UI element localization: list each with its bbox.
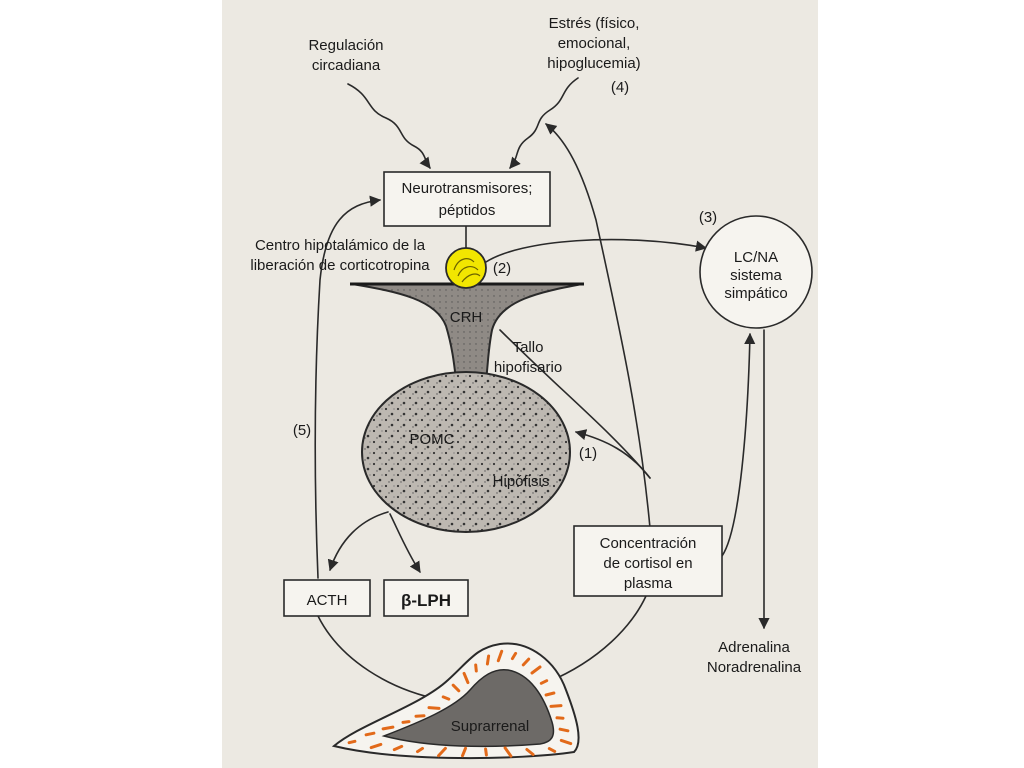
pituitary-to-acth-arrow [327, 511, 389, 572]
adrenal-cortex-mark [496, 649, 504, 663]
neurotransmitters-label-2: péptidos [439, 202, 496, 219]
adrenal-cortex-mark [549, 704, 563, 708]
adrenal-cortex-mark [451, 683, 461, 693]
adrenal-cortex-mark [462, 671, 470, 685]
feedback-arrow-5 [314, 195, 382, 579]
adrenal-to-cortisol-line [547, 595, 647, 683]
stress-label-1: Estrés (físico, [549, 15, 640, 32]
blph-box [383, 579, 469, 617]
cortisol-label-3: plasma [624, 575, 673, 592]
center-label-2: liberación de corticotropina [250, 257, 430, 274]
adrenal-cortex-mark [427, 706, 441, 710]
feedback-arrow-4 [545, 123, 651, 529]
adrenaline-label-1: Adrenalina [718, 639, 790, 656]
cortisol-label-1: Concentración [600, 535, 697, 552]
adrenal-cortex-mark [347, 739, 357, 745]
stress-input-arrow [509, 77, 579, 169]
cortisol-box [573, 525, 723, 597]
lcna-label-2: sistema [730, 267, 782, 284]
marker-3: (3) [699, 209, 717, 226]
lcna-circle [699, 215, 813, 329]
adrenal-cortex-mark [525, 748, 535, 756]
circadian-label-2: circadiana [312, 57, 381, 74]
adrenal-cortex-mark [539, 679, 549, 685]
adrenal-cortex-mark [474, 663, 478, 673]
adrenal-cortex-mark [558, 727, 570, 733]
cortisol-to-lcna-arrow [721, 332, 756, 557]
adrenal-cortex-mark [461, 746, 467, 758]
adrenal-cortex-mark [381, 725, 395, 731]
adrenal-cortex-mark [544, 691, 556, 697]
adrenal-cortex-mark [364, 731, 376, 737]
acth-box [283, 579, 371, 617]
feedback-arrow-1 [574, 429, 651, 479]
adrenal-cortex-mark [521, 657, 531, 667]
stress-label-3: hipoglucemia) [547, 55, 640, 72]
neuron-cell [445, 247, 487, 289]
circadian-label-1: Regulación [308, 37, 383, 54]
neurotransmitters-box [383, 171, 551, 227]
adrenal-cortex-mark [414, 714, 426, 718]
adrenal-cortex-mark [369, 742, 383, 750]
adrenal-cortex-mark [437, 746, 447, 758]
marker-1: (1) [579, 445, 597, 462]
adrenaline-label-2: Noradrenalina [707, 659, 802, 676]
hipofisis-label: Hipófisis [493, 473, 550, 490]
neurotransmitters-label-1: Neurotransmisores; [402, 180, 533, 197]
adrenal-cortex-mark [392, 744, 404, 752]
neuron-to-lcna-arrow [485, 238, 708, 263]
suprarrenal-label: Suprarrenal [451, 718, 529, 735]
adrenal-cortex-mark [503, 746, 513, 758]
pituitary-gland [361, 371, 571, 533]
lcna-label-1: LC/NA [734, 249, 778, 266]
pituitary-to-blph-arrow [389, 513, 421, 573]
marker-4: (4) [611, 79, 629, 96]
adrenal-cortex-mark [441, 695, 451, 701]
pomc-label: POMC [410, 431, 455, 448]
blph-label: β-LPH [401, 591, 451, 610]
adrenal-gland [331, 642, 580, 760]
center-label-1: Centro hipotalámico de la [255, 237, 426, 254]
stress-label-2: emocional, [558, 35, 631, 52]
adrenal-cortex-mark [547, 747, 557, 753]
adrenal-cortex-mark [510, 651, 518, 661]
adrenal-cortex-mark [485, 654, 491, 666]
cortisol-label-2: de cortisol en [603, 555, 692, 572]
crh-label: CRH [450, 309, 483, 326]
circadian-input-arrow [347, 83, 431, 169]
adrenal-cortex-mark [401, 720, 411, 724]
stalk-label-1: Tallo [513, 339, 544, 356]
adrenal-cortex-mark [530, 665, 542, 675]
stalk-label-2: hipofisario [494, 359, 562, 376]
labels: Regulación circadiana Estrés (físico, em… [250, 15, 801, 735]
lcna-label-3: simpático [724, 285, 787, 302]
marker-5: (5) [293, 422, 311, 439]
marker-2: (2) [493, 260, 511, 277]
adrenal-cortex-mark [559, 738, 573, 746]
adrenal-cortex-mark [416, 746, 424, 754]
acth-to-adrenal-arrow [317, 615, 444, 704]
adrenal-cortex-mark [484, 747, 488, 757]
acth-label: ACTH [307, 592, 348, 609]
